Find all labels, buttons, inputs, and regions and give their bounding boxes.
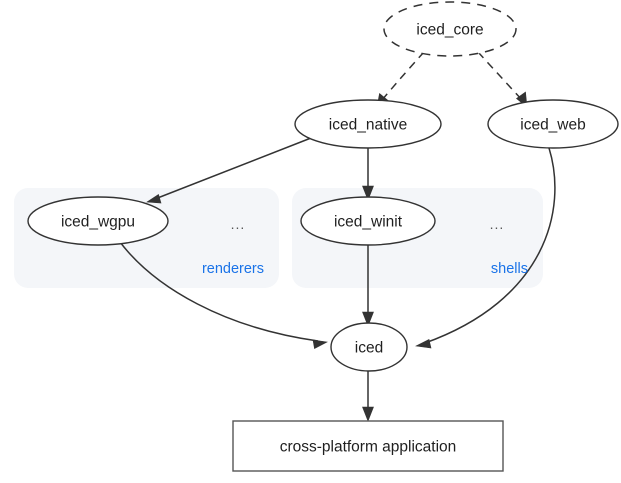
- arrowhead-icon: [362, 185, 374, 201]
- edge-iced-wgpu-to-iced: [119, 241, 328, 349]
- node-iced-native[interactable]: iced_native: [294, 99, 442, 149]
- node-application[interactable]: cross-platform application: [232, 420, 504, 472]
- arrowhead-icon: [146, 194, 162, 204]
- edge-iced-web-to-iced: [414, 147, 556, 349]
- cluster-renderers-label: renderers: [202, 261, 264, 277]
- edge-iced-core-to-iced-native: [376, 51, 425, 108]
- cluster-shells-ellipsis: ...: [490, 216, 505, 232]
- edge-iced-to-application: [362, 370, 374, 422]
- arrowhead-icon: [362, 406, 374, 422]
- arrowhead-icon: [312, 339, 328, 349]
- edge-iced-winit-to-iced: [362, 245, 374, 327]
- edge-iced-native-to-iced-wgpu: [146, 137, 312, 204]
- node-application-label: cross-platform application: [280, 439, 457, 456]
- node-iced-label: iced: [355, 340, 383, 357]
- node-iced-native-label: iced_native: [329, 117, 407, 134]
- arrowhead-icon: [362, 311, 374, 327]
- node-iced-wgpu-label: iced_wgpu: [61, 214, 135, 231]
- edge-iced-native-to-iced-winit: [362, 148, 374, 201]
- node-iced-core[interactable]: iced_core: [383, 1, 517, 57]
- arrowhead-icon: [414, 339, 432, 349]
- node-iced-winit-label: iced_winit: [334, 214, 403, 231]
- node-iced[interactable]: iced: [330, 322, 408, 372]
- node-iced-web-label: iced_web: [520, 117, 586, 134]
- node-iced-web[interactable]: iced_web: [487, 99, 619, 149]
- node-iced-core-label: iced_core: [416, 22, 483, 39]
- node-iced-wgpu[interactable]: iced_wgpu: [27, 196, 169, 246]
- node-iced-winit[interactable]: iced_winit: [300, 196, 436, 246]
- cluster-renderers-ellipsis: ...: [231, 216, 246, 232]
- edge-iced-core-to-iced-web: [477, 51, 528, 108]
- cluster-shells-label: shells: [491, 261, 528, 277]
